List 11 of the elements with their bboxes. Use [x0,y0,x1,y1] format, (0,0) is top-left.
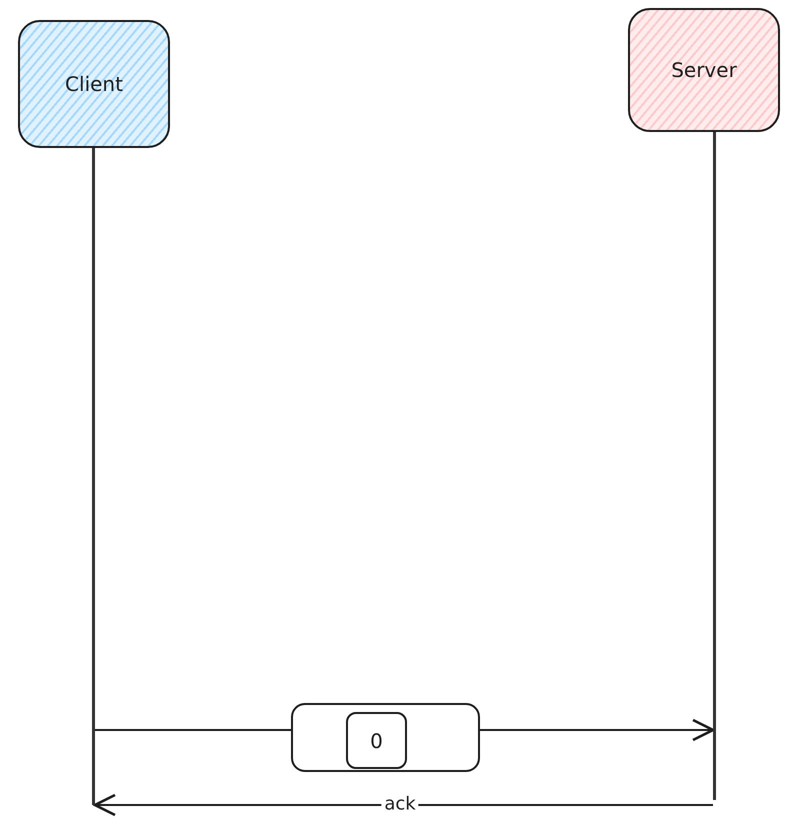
node-label: Server [671,58,737,82]
participant-box [18,20,170,148]
packet-box [291,703,480,772]
arrow [480,718,714,742]
node-label: Client [65,72,123,96]
value-box [346,712,407,769]
lifeline [713,132,716,800]
node-label: 0 [370,728,383,752]
arrow [94,794,713,816]
lifeline [92,148,95,805]
participant-box [628,8,780,132]
